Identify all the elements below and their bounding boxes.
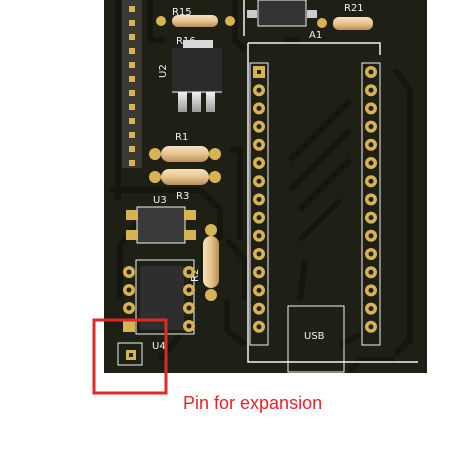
label-u3: U3 — [153, 195, 167, 206]
header-pin — [129, 160, 135, 166]
chip-u3 — [126, 206, 196, 244]
arduino-right-header — [361, 62, 381, 346]
resistor-r21 — [317, 17, 373, 30]
header-pin — [129, 20, 135, 26]
label-r1: R1 — [175, 132, 188, 143]
copper-traces — [110, 0, 413, 373]
header-pin — [129, 104, 135, 110]
label-r15: R15 — [172, 7, 192, 18]
resistor-r1 — [149, 146, 221, 162]
pin-header — [122, 0, 142, 168]
header-pin — [129, 34, 135, 40]
expansion-pin — [117, 342, 143, 366]
header-pin — [129, 6, 135, 12]
highlight-box — [92, 318, 168, 395]
label-u2: U2 — [158, 64, 169, 78]
label-r2: R2 — [190, 269, 201, 282]
label-r3: R3 — [176, 191, 189, 202]
label-u4: U4 — [152, 341, 166, 352]
annotation-text: Pin for expansion — [183, 393, 322, 413]
top-chip — [257, 0, 307, 27]
resistor-r15 — [156, 15, 235, 27]
header-pin — [129, 118, 135, 124]
header-pin — [129, 76, 135, 82]
arduino-a1-outline — [247, 42, 418, 363]
header-pin — [129, 90, 135, 96]
header-pin — [129, 62, 135, 68]
label-usb: USB — [304, 331, 325, 342]
label-a1: A1 — [309, 30, 322, 41]
resistor-r3 — [149, 169, 221, 185]
header-pin — [129, 48, 135, 54]
resistor-r2 — [203, 224, 219, 301]
usb-connector-outline — [287, 305, 345, 373]
label-r21: R21 — [344, 3, 364, 14]
arduino-left-header — [249, 62, 269, 346]
header-pin — [129, 146, 135, 152]
regulator-u2 — [172, 40, 222, 112]
header-pin — [129, 132, 135, 138]
